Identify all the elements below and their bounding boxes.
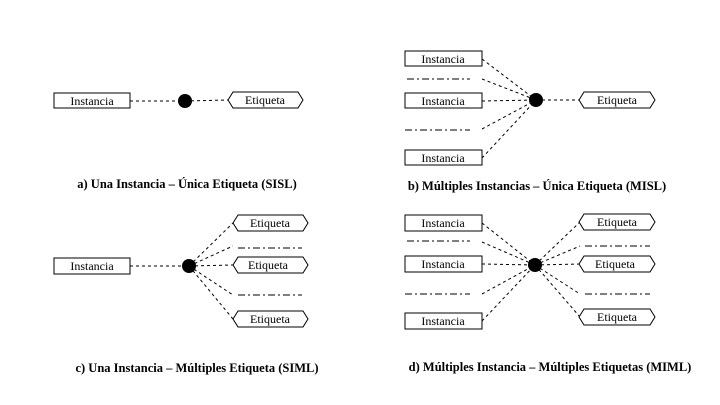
instance-box	[53, 257, 131, 275]
caption-miml: d) Múltiples Instancia – Múltiples Etiqu…	[409, 360, 692, 374]
connector-line	[481, 99, 537, 102]
tag-label: Etiqueta	[245, 93, 286, 107]
connector-line	[188, 265, 234, 320]
instance-box	[404, 214, 483, 232]
panel-sisl: Instancia Etiqueta a) Una Instancia – Ún…	[53, 91, 304, 191]
tag-box	[578, 91, 656, 109]
instance-label: Instancia	[70, 259, 114, 273]
tag-label: Etiqueta	[597, 310, 638, 324]
instance-box	[404, 312, 483, 330]
instance-box	[404, 50, 483, 67]
instance-label: Instancia	[70, 94, 114, 108]
bag-node	[529, 93, 543, 107]
connector-line	[188, 245, 234, 267]
instance-label: Instancia	[421, 257, 465, 271]
instance-label: Instancia	[421, 216, 465, 230]
tag-label: Etiqueta	[248, 258, 289, 272]
tag-box	[578, 308, 656, 326]
connector-line	[534, 245, 581, 266]
tag-box	[232, 256, 309, 274]
connector-line	[534, 221, 581, 266]
tag-box	[578, 213, 656, 231]
tag-box	[227, 91, 304, 109]
connector-line	[481, 241, 536, 266]
instance-label: Instancia	[421, 314, 465, 328]
connector-line	[188, 264, 234, 267]
instance-label: Instancia	[421, 94, 465, 108]
instance-box	[404, 92, 483, 109]
connector-line	[534, 264, 581, 295]
instance-box	[404, 149, 483, 166]
connector-line	[188, 222, 234, 267]
connector-line	[184, 99, 229, 102]
instance-label: Instancia	[421, 52, 465, 66]
panel-siml: Instancia Etiqueta Etiqueta Etiqueta c) …	[53, 214, 319, 375]
connector-line	[481, 99, 537, 130]
connector-line	[188, 265, 234, 296]
tag-label: Etiqueta	[250, 216, 291, 230]
connector-line	[481, 222, 536, 266]
connector-line	[534, 264, 581, 318]
tag-label: Etiqueta	[597, 215, 638, 229]
tag-label: Etiqueta	[250, 312, 291, 326]
bag-node	[528, 258, 542, 272]
caption-sisl: a) Una Instancia – Única Etiqueta (SISL)	[77, 177, 296, 191]
caption-siml: c) Una Instancia – Múltiples Etiqueta (S…	[75, 361, 318, 375]
bag-node	[178, 94, 192, 108]
connector-line	[481, 264, 536, 322]
tag-box	[578, 255, 656, 273]
connector-line	[481, 99, 537, 159]
instance-box	[53, 92, 131, 109]
tag-label: Etiqueta	[595, 257, 636, 271]
connector-line	[481, 263, 536, 266]
tag-box	[232, 214, 309, 232]
tag-label: Etiqueta	[597, 93, 638, 107]
connector-line	[481, 264, 536, 295]
connector-line	[481, 58, 537, 101]
caption-misl: b) Múltiples Instancias – Única Etiqueta…	[408, 179, 666, 193]
bag-node	[182, 259, 196, 273]
instance-box	[404, 255, 483, 273]
connector-line	[481, 78, 537, 101]
tag-box	[232, 310, 309, 328]
instance-label: Instancia	[421, 151, 465, 165]
panel-misl: Instancia Instancia Instancia Etiqueta b…	[404, 50, 666, 193]
connector-line	[534, 263, 581, 266]
panel-miml: Instancia Instancia Instancia Etiqueta E…	[404, 213, 692, 374]
